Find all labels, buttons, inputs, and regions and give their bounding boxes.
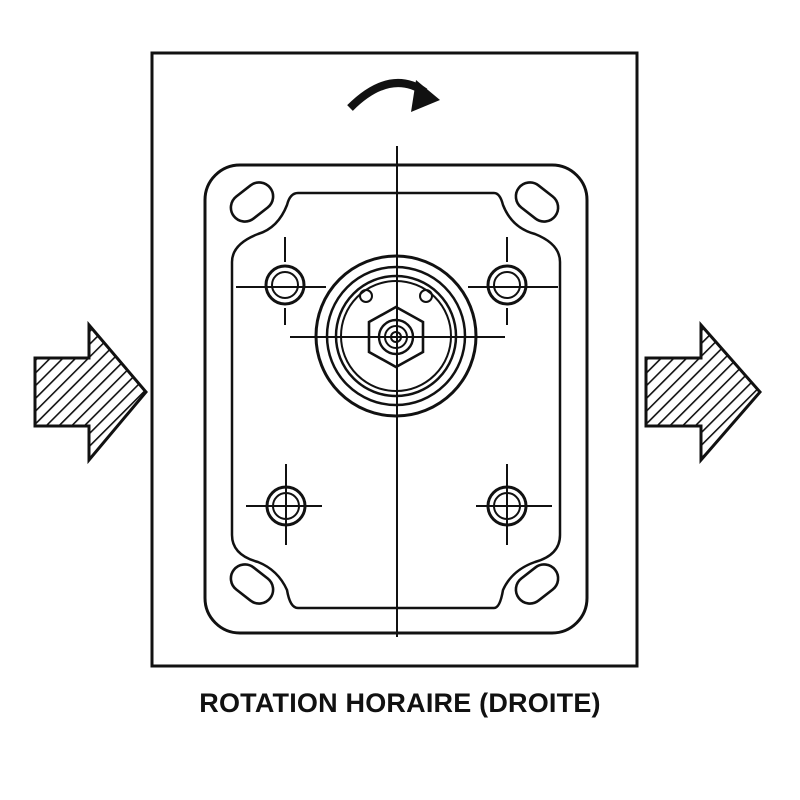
pump-body <box>203 146 589 637</box>
mounting-slot <box>229 181 275 223</box>
diagram-caption: ROTATION HORAIRE (DROITE) <box>199 688 601 718</box>
inlet-arrow-icon <box>33 320 148 465</box>
mounting-slot <box>229 563 275 605</box>
outer-frame <box>150 51 639 668</box>
bolt-hole <box>486 264 528 306</box>
outlet-arrow-icon <box>644 321 762 465</box>
mounting-slot <box>514 563 560 605</box>
clockwise-arrow-icon <box>347 79 440 112</box>
bolt-hole <box>476 464 552 545</box>
mounting-slot <box>514 181 560 223</box>
bolt-hole <box>264 264 306 306</box>
bolt-hole <box>246 464 322 545</box>
shaft-hub <box>314 254 478 418</box>
